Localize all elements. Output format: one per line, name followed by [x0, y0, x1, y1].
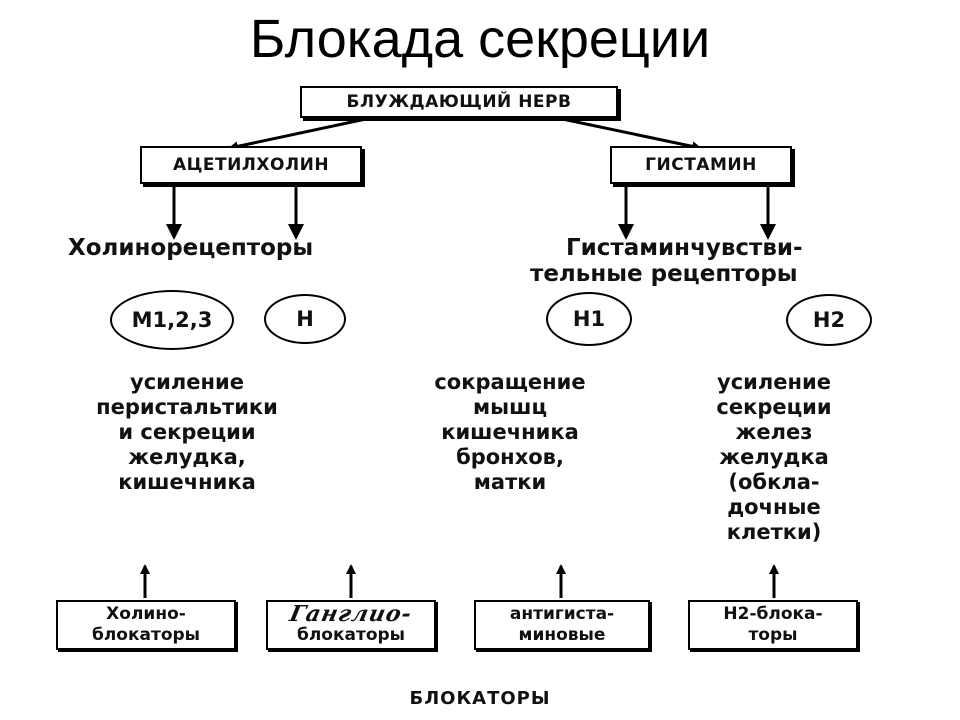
blocker-label-line1: Ганглио- — [287, 601, 415, 627]
receptor-m123: М1,2,3 — [110, 290, 234, 350]
effect-h1: сокращение мышц кишечника бронхов, матки — [434, 370, 586, 494]
blocker-label-line2: блокаторы — [296, 625, 406, 645]
blockers-footer: БЛОКАТОРЫ — [409, 688, 551, 709]
arrow-vagus-to-histamine — [547, 114, 702, 152]
blocker-label-line1: Н2-блока- — [723, 604, 823, 624]
blocker-label-line2: торы — [748, 625, 798, 645]
histamine-receptors-heading-line2: тельные рецепторы — [530, 261, 798, 287]
arrow-vagus-to-acetylcholine — [228, 114, 381, 152]
vagus-nerve-box: БЛУЖДАЮЩИЙ НЕРВ — [300, 86, 618, 118]
slide-title: Блокада секреции — [249, 9, 711, 69]
histamine-receptors-heading-line1: Гистаминчувстви- — [566, 235, 803, 261]
effect-cholinergic: усиление перистальтики и секреции желудк… — [96, 370, 278, 494]
blocker-cholinoblockers: Холино- блокаторы — [56, 600, 236, 650]
blocker-label-line1: Холино- — [106, 604, 186, 624]
receptor-h2: Н2 — [786, 294, 872, 346]
cholinoreceptors-heading: Холинорецепторы — [68, 235, 314, 261]
blocker-label-line2: миновые — [518, 625, 606, 645]
effect-h2: усиление секреции желез желудка (обкла- … — [716, 370, 832, 544]
blocker-antihistamines: антигиста- миновые — [474, 600, 650, 650]
histamine-box: ГИСТАМИН — [610, 146, 792, 184]
blocker-label-line2: блокаторы — [91, 625, 201, 645]
blocker-h2-blockers: Н2-блока- торы — [688, 600, 858, 650]
receptor-h1: Н1 — [546, 292, 632, 346]
acetylcholine-box: АЦЕТИЛХОЛИН — [140, 146, 362, 184]
blocker-ganglioblockers: Ганглио- блокаторы — [266, 600, 436, 650]
blocker-label-line1: антигиста- — [509, 604, 615, 624]
receptor-n: Н — [264, 294, 346, 344]
